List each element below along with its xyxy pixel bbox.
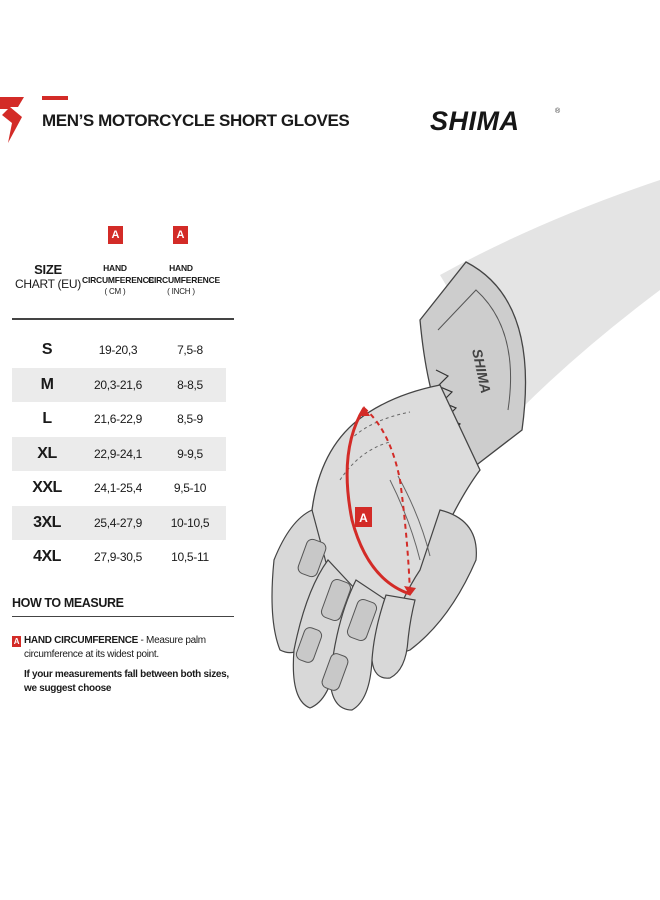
knuckle-pad bbox=[320, 578, 352, 622]
size-cell: L bbox=[42, 410, 52, 428]
size-cell: XXL bbox=[32, 479, 62, 497]
cm-cell: 25,4-27,9 bbox=[82, 505, 154, 540]
inch-cell: 8,5-9 bbox=[177, 412, 203, 427]
knuckle-pad bbox=[297, 538, 327, 578]
column-header-line2: CIRCUMFERENCE bbox=[82, 275, 155, 285]
chart-eu-label: CHART (EU) bbox=[15, 277, 81, 291]
glove-illustration: SHIMA A bbox=[271, 180, 660, 711]
table-row: 4XL 27,9-30,5 10,5-11 bbox=[12, 540, 226, 575]
column-unit: ( CM ) bbox=[104, 287, 126, 296]
knuckle-pad bbox=[321, 653, 349, 691]
size-table: S 19-20,3 7,5-8 M 20,3-21,6 8-8,5 L 21,6… bbox=[12, 333, 226, 575]
circumference-dashed-line bbox=[363, 407, 411, 595]
inch-cell: 7,5-8 bbox=[177, 343, 203, 358]
knuckle-pad bbox=[295, 627, 323, 663]
arrow-down-icon bbox=[404, 586, 416, 596]
inch-cell: 10-10,5 bbox=[154, 505, 226, 540]
column-header-line1: HAND bbox=[103, 263, 127, 273]
brand-wordmark: SHIMA bbox=[430, 106, 520, 136]
measure-note: If your measurements fall between both s… bbox=[24, 669, 229, 694]
inch-cell: 9,5-10 bbox=[173, 481, 207, 496]
cm-cell: 27,9-30,5 bbox=[93, 550, 142, 565]
measure-a-badge-text: A bbox=[359, 511, 368, 525]
title-accent-bar bbox=[42, 96, 68, 100]
table-row: XL 22,9-24,1 9-9,5 bbox=[12, 436, 226, 471]
cm-cell: 24,1-25,4 bbox=[93, 481, 142, 496]
how-to-measure-text: A HAND CIRCUMFERENCE - Measure palm circ… bbox=[12, 634, 232, 696]
size-label: SIZE bbox=[34, 262, 62, 277]
inch-cell: 9-9,5 bbox=[154, 436, 226, 471]
circumference-line bbox=[345, 407, 411, 596]
how-to-measure-title: HOW TO MEASURE bbox=[12, 596, 124, 610]
measure-divider bbox=[12, 616, 234, 617]
size-cell: XL bbox=[12, 436, 82, 471]
table-row: XXL 24,1-25,4 9,5-10 bbox=[12, 471, 226, 506]
table-row: 3XL 25,4-27,9 10-10,5 bbox=[12, 505, 226, 540]
registered-mark: ® bbox=[555, 108, 561, 115]
size-cell: 3XL bbox=[12, 505, 82, 540]
column-header-cm: HAND CIRCUMFERENCE ( CM ) bbox=[82, 262, 155, 298]
cm-cell: 19-20,3 bbox=[98, 343, 138, 358]
measure-a-badge: A bbox=[12, 636, 21, 647]
page-title: MEN’S MOTORCYCLE SHORT GLOVES bbox=[42, 111, 350, 130]
measure-label: HAND CIRCUMFERENCE bbox=[24, 635, 139, 646]
measure-instruction: HAND CIRCUMFERENCE - Measure palm circum… bbox=[12, 634, 232, 662]
measure-a-badge: A bbox=[173, 226, 188, 244]
cm-cell: 22,9-24,1 bbox=[82, 436, 154, 471]
measure-description: - Measure palm circumference at its wide… bbox=[24, 635, 206, 660]
knuckle-pad bbox=[346, 598, 378, 642]
inch-cell: 8-8,5 bbox=[154, 367, 226, 402]
size-cell: S bbox=[41, 341, 53, 359]
measure-a-badge bbox=[355, 507, 372, 527]
table-row: M 20,3-21,6 8-8,5 bbox=[12, 367, 226, 402]
arrow-up-icon bbox=[358, 406, 370, 416]
column-unit: ( INCH ) bbox=[167, 287, 195, 296]
brand-logo-icon bbox=[0, 97, 24, 143]
inch-cell: 10,5-11 bbox=[171, 550, 209, 565]
table-row: L 21,6-22,9 8,5-9 bbox=[12, 402, 226, 437]
size-chart-header: SIZE CHART (EU) bbox=[14, 262, 82, 291]
glove-finger bbox=[371, 594, 416, 679]
table-row: S 19-20,3 7,5-8 bbox=[12, 333, 226, 368]
column-header-inch: HAND CIRCUMFERENCE ( INCH ) bbox=[148, 262, 221, 298]
header-divider bbox=[12, 318, 234, 320]
column-header-line2: CIRCUMFERENCE bbox=[148, 275, 221, 285]
size-cell: M bbox=[12, 367, 82, 402]
measure-a-badge: A bbox=[108, 226, 123, 244]
cm-cell: 21,6-22,9 bbox=[93, 412, 142, 427]
size-cell: 4XL bbox=[33, 548, 61, 566]
column-header-line1: HAND bbox=[169, 263, 193, 273]
cm-cell: 20,3-21,6 bbox=[82, 367, 154, 402]
